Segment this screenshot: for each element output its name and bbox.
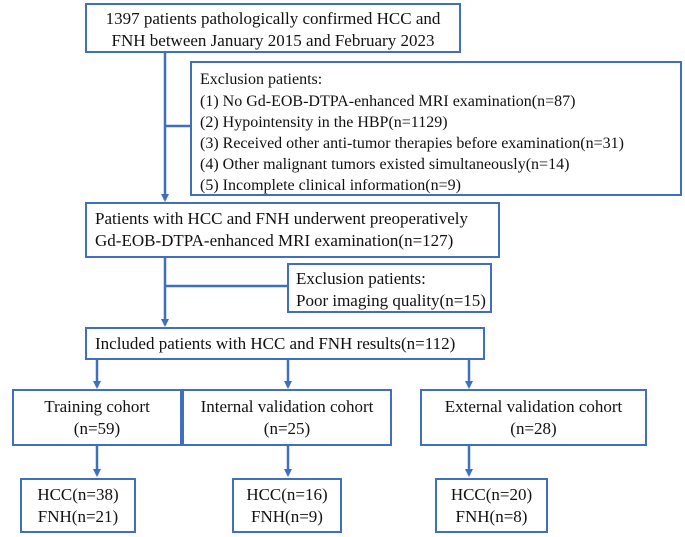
cohort-internal-n: (n=25) xyxy=(263,419,311,438)
exclusion2-title: Exclusion patients: xyxy=(296,269,426,288)
underwent-line-2: Gd-EOB-DTPA-enhanced MRI examination(n=1… xyxy=(95,231,454,250)
included-box: Included patients with HCC and FNH resul… xyxy=(85,327,485,360)
exclusion-box-2: Exclusion patients: Poor imaging quality… xyxy=(287,263,492,313)
outcome-training-fnh: FNH(n=21) xyxy=(37,507,119,526)
start-box: 1397 patients pathologically confirmed H… xyxy=(85,3,461,53)
exclusion1-item-2: (2) Hypointensity in the HBP(n=1129) xyxy=(200,114,448,131)
outcome-internal-hcc: HCC(n=16) xyxy=(246,485,328,504)
exclusion1-title: Exclusion patients: xyxy=(200,71,323,88)
cohort-box-external: External validation cohort (n=28) xyxy=(420,389,647,446)
cohort-box-training: Training cohort (n=59) xyxy=(12,389,182,446)
cohort-internal-name: Internal validation cohort xyxy=(200,397,374,416)
outcome-external-fnh: FNH(n=8) xyxy=(455,507,528,526)
cohort-box-internal: Internal validation cohort (n=25) xyxy=(182,389,392,446)
outcome-box-training: HCC(n=38) FNH(n=21) xyxy=(20,478,136,533)
cohort-external-n: (n=28) xyxy=(510,419,557,438)
cohort-training-name: Training cohort xyxy=(44,397,150,416)
exclusion1-item-4: (4) Other malignant tumors existed simul… xyxy=(200,156,570,173)
outcome-internal-fnh: FNH(n=9) xyxy=(251,507,323,526)
outcome-box-external: HCC(n=20) FNH(n=8) xyxy=(435,478,548,533)
included-text: Included patients with HCC and FNH resul… xyxy=(95,334,456,353)
start-line-2: FNH between January 2015 and February 20… xyxy=(111,31,435,50)
outcome-training-hcc: HCC(n=38) xyxy=(37,485,119,504)
exclusion1-item-1: (1) No Gd-EOB-DTPA-enhanced MRI examinat… xyxy=(200,93,576,110)
underwent-box: Patients with HCC and FNH underwent preo… xyxy=(85,202,500,258)
exclusion1-item-3: (3) Received other anti-tumor therapies … xyxy=(200,135,624,152)
cohort-training-n: (n=59) xyxy=(73,419,121,438)
cohort-external-name: External validation cohort xyxy=(444,397,623,416)
outcome-external-hcc: HCC(n=20) xyxy=(450,485,533,504)
exclusion2-item-1: Poor imaging quality(n=15) xyxy=(296,291,486,310)
outcome-box-internal: HCC(n=16) FNH(n=9) xyxy=(232,478,342,533)
exclusion-box-1: Exclusion patients: (1) No Gd-EOB-DTPA-e… xyxy=(190,61,682,196)
start-line-1: 1397 patients pathologically confirmed H… xyxy=(105,9,441,28)
exclusion1-item-5: (5) Incomplete clinical information(n=9) xyxy=(200,177,461,194)
underwent-line-1: Patients with HCC and FNH underwent preo… xyxy=(95,209,468,228)
